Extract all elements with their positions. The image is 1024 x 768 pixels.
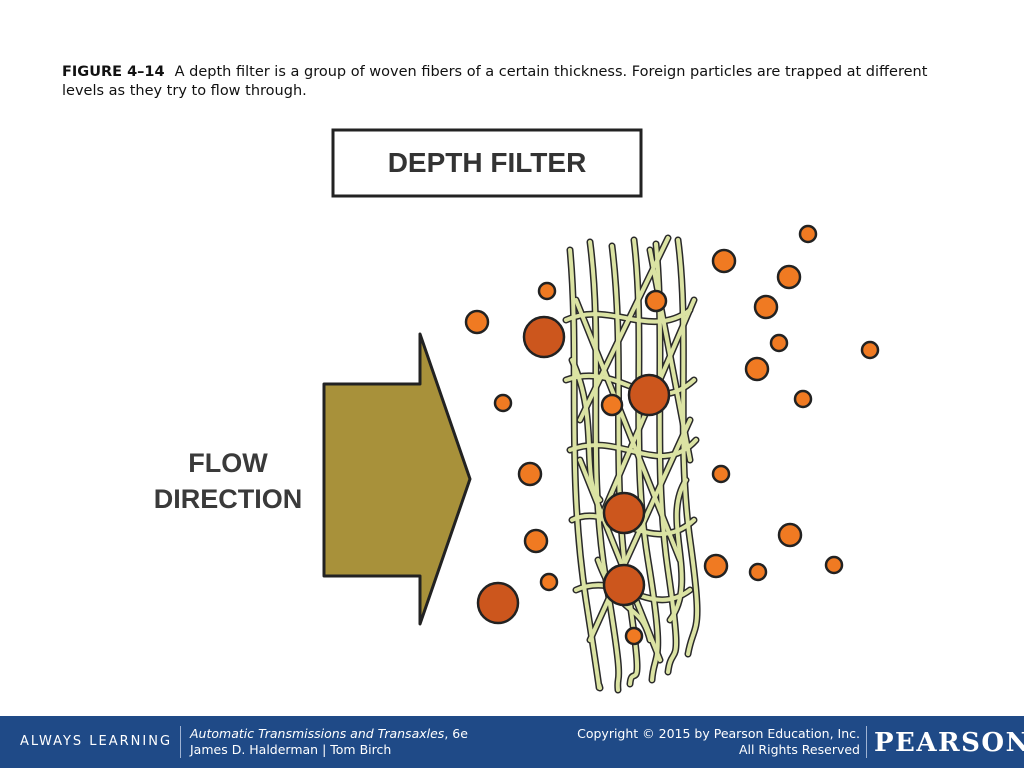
particle-small xyxy=(703,553,729,579)
particle-small xyxy=(644,289,668,313)
pearson-logo: PEARSON xyxy=(874,728,1024,758)
particle-small xyxy=(777,522,803,548)
footer-tagline: ALWAYS LEARNING xyxy=(20,734,173,749)
particle-small xyxy=(464,309,490,335)
particle-small xyxy=(769,333,789,353)
particle-small xyxy=(523,528,549,554)
particle-small xyxy=(537,281,557,301)
particle-small xyxy=(600,393,624,417)
particles xyxy=(464,224,880,646)
book-edition: , 6e xyxy=(444,726,468,741)
particle-small xyxy=(539,572,559,592)
book-title: Automatic Transmissions and Transaxles xyxy=(190,726,445,741)
particle-small xyxy=(748,562,768,582)
book-title-line: Automatic Transmissions and Transaxles, … xyxy=(190,726,468,742)
title-box: DEPTH FILTER xyxy=(331,128,643,198)
copyright-line2: All Rights Reserved xyxy=(738,742,860,757)
footer-bar: ALWAYS LEARNING Automatic Transmissions … xyxy=(0,716,1024,768)
particle-small xyxy=(860,340,880,360)
particle-large xyxy=(476,581,520,625)
particle-small xyxy=(517,461,543,487)
flow-direction-label: FLOW DIRECTION xyxy=(154,448,303,514)
particle-small xyxy=(711,464,731,484)
particle-large xyxy=(522,315,566,359)
particle-small xyxy=(776,264,802,290)
particle-large xyxy=(602,563,646,607)
particle-small xyxy=(493,393,513,413)
depth-filter-diagram: DEPTH FILTER FLOW DIRECTION xyxy=(154,128,880,694)
flow-arrow xyxy=(322,332,472,626)
book-authors: James D. Halderman | Tom Birch xyxy=(190,742,392,757)
figure-label: FIGURE 4–14 xyxy=(62,64,165,80)
particle-small xyxy=(744,356,770,382)
particle-small xyxy=(798,224,818,244)
flow-label-line1: FLOW xyxy=(188,448,268,478)
particle-small xyxy=(793,389,813,409)
flow-label-line2: DIRECTION xyxy=(154,484,303,514)
particle-small xyxy=(753,294,779,320)
particle-small xyxy=(824,555,844,575)
footer-divider xyxy=(180,726,181,758)
particle-large xyxy=(602,491,646,535)
figure-caption-text: A depth filter is a group of woven fiber… xyxy=(62,64,928,99)
book-info: Automatic Transmissions and Transaxles, … xyxy=(190,726,468,758)
diagram-title: DEPTH FILTER xyxy=(388,147,587,178)
filter-fibers xyxy=(562,234,701,694)
copyright-line1: Copyright © 2015 by Pearson Education, I… xyxy=(577,726,860,741)
particle-large xyxy=(627,373,671,417)
footer-divider xyxy=(866,726,867,758)
particle-small xyxy=(624,626,644,646)
particle-small xyxy=(711,248,737,274)
copyright: Copyright © 2015 by Pearson Education, I… xyxy=(540,726,860,758)
